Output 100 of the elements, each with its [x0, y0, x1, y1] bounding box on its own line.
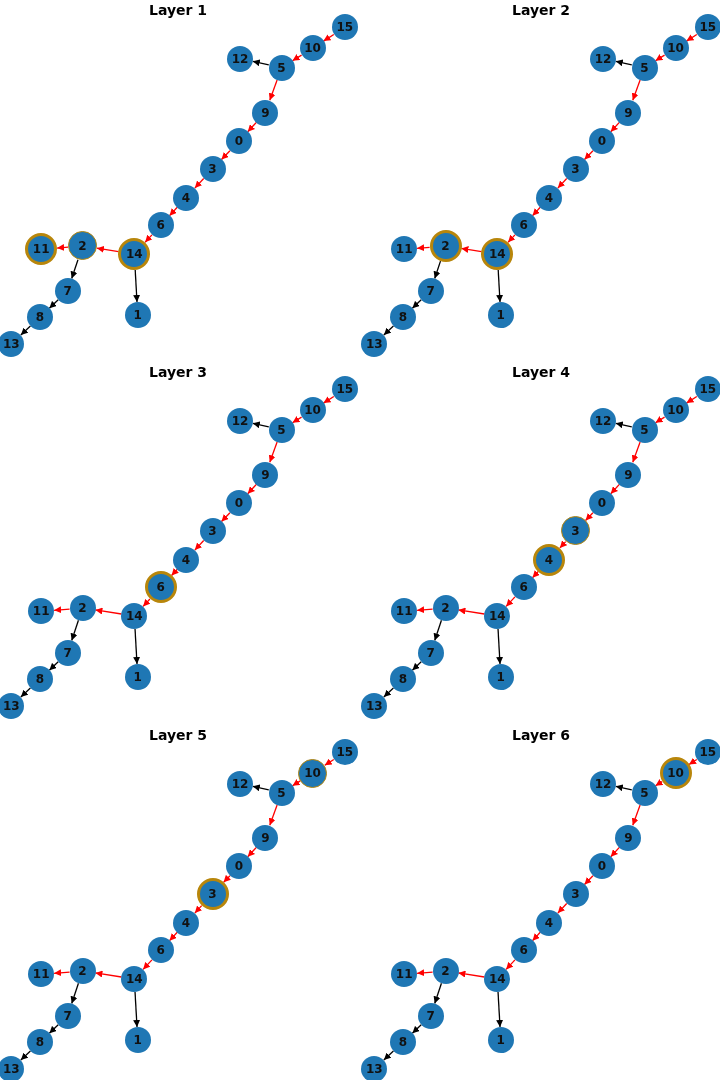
arrow — [133, 628, 141, 665]
graph-node: 5 — [268, 54, 295, 81]
graph-node: 3 — [562, 155, 589, 182]
arrow — [583, 875, 594, 886]
arrow — [252, 784, 270, 792]
graph-node: 7 — [417, 639, 444, 666]
arrow — [168, 931, 178, 942]
arrow — [584, 512, 594, 522]
graph-node: 5 — [268, 779, 295, 806]
graph-node: 4 — [536, 909, 563, 936]
arrow — [557, 177, 568, 189]
graph-node: 9 — [252, 461, 279, 488]
graph-node: 3 — [199, 155, 226, 182]
graph-node: 12 — [590, 407, 617, 434]
graph-node: 0 — [225, 128, 252, 155]
arrow — [70, 259, 79, 280]
arrow — [685, 33, 698, 42]
arrow — [170, 567, 179, 577]
graph-node: 8 — [390, 666, 416, 693]
graph-node: 0 — [588, 853, 615, 880]
arrow — [94, 607, 123, 615]
arrow — [631, 441, 641, 463]
arrow — [48, 661, 59, 671]
arrow — [654, 54, 666, 62]
graph-node: 3 — [199, 517, 226, 544]
graph-node: 14 — [121, 966, 148, 992]
graph-node: 5 — [268, 416, 295, 443]
arrow — [411, 1024, 422, 1034]
arrow — [457, 607, 486, 615]
arrow — [144, 234, 153, 243]
arrow — [688, 757, 698, 766]
arrow — [416, 606, 434, 614]
arrow — [383, 325, 395, 336]
graph-node: 2 — [69, 594, 96, 621]
graph-node: 15 — [331, 14, 358, 41]
arrow — [416, 244, 431, 252]
graph-node: 9 — [615, 824, 642, 851]
arrow — [252, 421, 270, 429]
graph-node: 13 — [361, 330, 388, 357]
graph-node: 14 — [481, 238, 514, 270]
arrow — [433, 982, 443, 1005]
arrow — [194, 905, 203, 914]
arrow — [615, 421, 633, 429]
graph-node: 15 — [694, 376, 720, 403]
arrow — [168, 206, 178, 217]
graph-node: 7 — [417, 1002, 444, 1029]
graph-node: 14 — [121, 603, 148, 629]
graph-node: 7 — [54, 639, 81, 666]
graph-node: 2 — [432, 594, 459, 621]
arrow — [133, 991, 141, 1028]
graph-node: 11 — [25, 233, 58, 266]
arrow — [291, 779, 301, 787]
graph-node: 15 — [694, 739, 720, 766]
graph-node: 10 — [299, 35, 326, 62]
graph-node: 2 — [432, 957, 459, 984]
graph-node: 4 — [536, 184, 563, 211]
arrow — [220, 150, 231, 161]
graph-node: 6 — [147, 937, 174, 964]
arrow — [96, 245, 120, 253]
arrow — [142, 959, 153, 971]
arrow — [631, 804, 641, 826]
graph-node: 10 — [298, 758, 328, 788]
graph-node: 8 — [27, 666, 53, 693]
panel-title: Layer 1 — [148, 2, 208, 18]
graph-node: 0 — [225, 490, 252, 517]
graph-node: 4 — [173, 909, 200, 936]
arrow — [291, 54, 303, 62]
graph-node: 3 — [561, 516, 590, 546]
graph-node: 9 — [252, 99, 279, 126]
graph-node: 1 — [124, 663, 151, 690]
graph-node: 15 — [694, 14, 720, 41]
graph-node: 8 — [27, 304, 53, 331]
panel-title: Layer 5 — [148, 727, 208, 743]
graph-node: 14 — [118, 238, 151, 270]
graph-node: 3 — [562, 880, 589, 907]
arrow — [291, 416, 303, 424]
graph-node: 15 — [331, 739, 358, 766]
arrow — [48, 1024, 59, 1034]
graph-node: 7 — [54, 1002, 81, 1029]
graph-node: 2 — [429, 229, 462, 262]
graph-node: 1 — [487, 663, 514, 690]
graph-node: 11 — [391, 236, 418, 263]
arrow — [559, 540, 568, 549]
graph-node: 12 — [227, 45, 254, 72]
graph-node: 8 — [390, 304, 416, 331]
graph-node: 11 — [28, 598, 55, 625]
graph-node: 10 — [299, 397, 326, 424]
arrow — [322, 395, 335, 404]
graph-node: 13 — [0, 330, 25, 357]
arrow — [457, 970, 486, 978]
arrow — [615, 59, 633, 67]
arrow — [220, 512, 231, 523]
arrow — [268, 804, 278, 826]
graph-node: 1 — [124, 301, 151, 328]
arrow — [507, 234, 516, 243]
graph-node: 13 — [0, 1055, 25, 1080]
graph-node: 13 — [361, 1055, 388, 1080]
arrow — [142, 598, 151, 608]
arrow — [531, 206, 541, 217]
arrow — [411, 661, 422, 671]
